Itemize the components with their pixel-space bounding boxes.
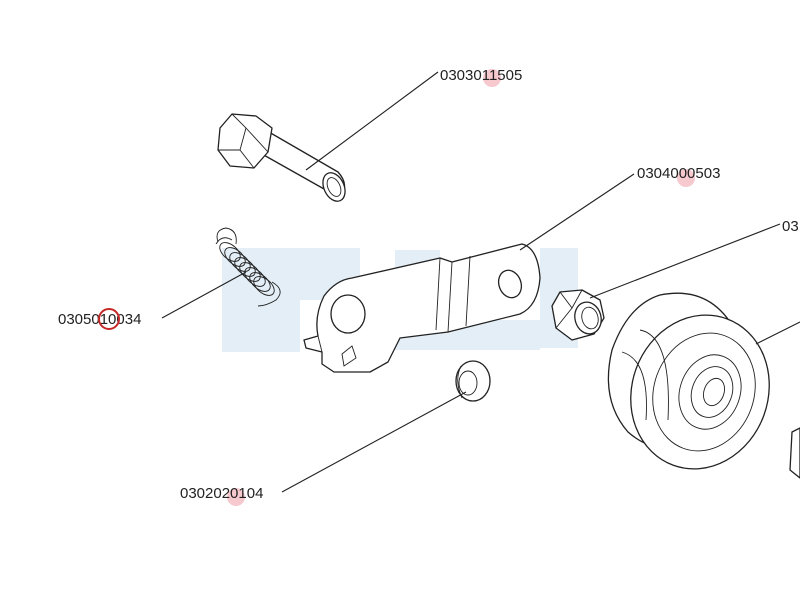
nut-part[interactable]: [551, 289, 605, 341]
part-label-idler-arm[interactable]: 0304000503: [637, 165, 720, 182]
idler-arm-part[interactable]: [303, 243, 541, 373]
hotspots: [227, 69, 695, 506]
bolt-part[interactable]: [217, 113, 349, 205]
watermark: [222, 248, 578, 352]
spring-part[interactable]: [215, 227, 281, 307]
leader-lines: [161, 71, 800, 493]
pulley-part[interactable]: [607, 292, 800, 488]
part-labels: 0303011505 0304000503 03 0305010034 0302…: [58, 67, 799, 502]
part-label-nut[interactable]: 03: [782, 218, 799, 235]
selection-ring: [98, 308, 120, 330]
part-label-bolt[interactable]: 0303011505: [440, 67, 522, 84]
part-label-washer[interactable]: 0302020104: [180, 485, 263, 502]
